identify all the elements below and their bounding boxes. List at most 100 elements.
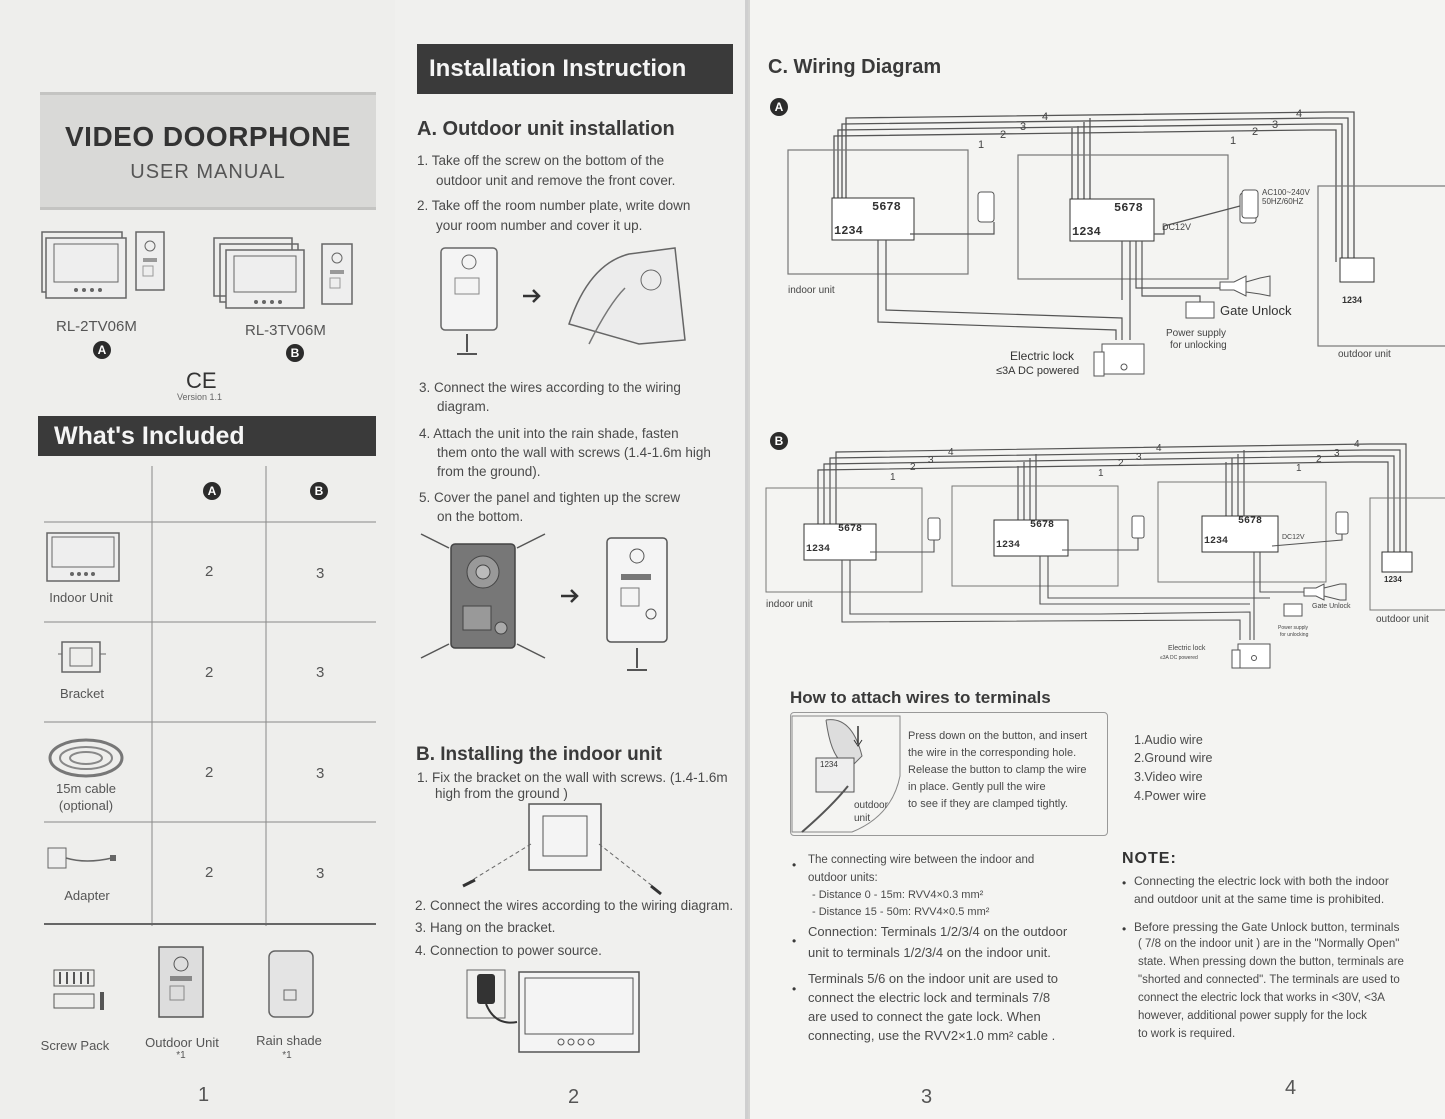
- attach-wires-title: How to attach wires to terminals: [790, 688, 1051, 707]
- row-cable-b: 3: [316, 765, 325, 782]
- table-col-a-badge: A: [203, 482, 221, 500]
- note-title: NOTE:: [1122, 850, 1177, 867]
- extra-label-rain-shade: Rain shade: [256, 1033, 322, 1048]
- svg-text:4: 4: [1354, 439, 1360, 450]
- svg-text:1: 1: [1296, 463, 1302, 474]
- svg-text:3: 3: [1334, 448, 1340, 459]
- bullet-2-l2: unit to terminals 1/2/3/4 on the indoor …: [808, 945, 1051, 960]
- step-a-2: 2. Take off the room number plate, write…: [417, 198, 691, 213]
- diagram-a-badge: A: [770, 98, 788, 116]
- row-label-cable: 15m cable: [56, 781, 116, 796]
- row-indoor-a: 2: [205, 563, 214, 580]
- diagram-a-dc: DC12V: [1162, 222, 1192, 232]
- step-a-1: 1. Take off the screw on the bottom of t…: [417, 153, 665, 168]
- step-a-1b: outdoor unit and remove the front cover.: [436, 173, 676, 188]
- manual-subtitle: USER MANUAL: [130, 161, 286, 183]
- page-number-3: 3: [921, 1086, 933, 1108]
- attach-text-2: the wire in the corresponding hole.: [908, 747, 1077, 759]
- svg-text:4: 4: [1296, 108, 1302, 120]
- model-b-badge: B: [286, 344, 304, 362]
- extra-label-outdoor: Outdoor Unit: [145, 1035, 219, 1050]
- screw-pack-icon: [53, 969, 104, 1010]
- diagram-b-indoor-label: indoor unit: [766, 599, 813, 610]
- row-bracket-b: 3: [316, 664, 325, 681]
- note-2-l3: state. When pressing down the button, te…: [1138, 956, 1404, 968]
- model-b-illustration-icon: [213, 237, 353, 309]
- power-connection-illustration-icon: [466, 969, 640, 1053]
- diagram-a-outdoor-label: outdoor unit: [1338, 349, 1391, 360]
- row-bracket-a: 2: [205, 664, 214, 681]
- step-a-3: 3. Connect the wires according to the wi…: [419, 380, 681, 395]
- diagram-b-lock2: ≤3A DC powered: [1160, 655, 1198, 661]
- diagram-b-outdoor-terminal: 1234: [1384, 575, 1402, 584]
- diagram-a-terminal-bottom-1: 1234: [834, 224, 863, 238]
- svg-text:4: 4: [1042, 111, 1048, 123]
- bullet-1-l4: - Distance 15 - 50m: RVV4×0.5 mm²: [812, 906, 990, 918]
- outdoor-unit-icon: [158, 946, 204, 1018]
- diagram-b-power1: Power supply: [1278, 625, 1309, 631]
- row-label-cable-optional: (optional): [58, 798, 114, 813]
- diagram-b-gate-label: Gate Unlock: [1312, 603, 1351, 610]
- ce-mark: CE: [186, 368, 217, 393]
- bullet-3-l4: connecting, use the RVV2×1.0 mm² cable .: [808, 1028, 1056, 1043]
- rain-shade-icon: [268, 950, 314, 1018]
- bullet-3-l3: are used to connect the gate lock. When: [808, 1009, 1041, 1024]
- diagram-b-terminal-bottom-2: 1234: [996, 540, 1021, 551]
- wiring-diagram-a: 1 2 3 4 1 2 3 4: [787, 108, 1445, 377]
- bullet-1-l3: - Distance 0 - 15m: RVV4×0.3 mm²: [812, 889, 984, 901]
- attach-terminal-nums: 1234: [820, 760, 838, 769]
- bracket-icon: [58, 641, 106, 673]
- wire-legend-4: 4.Power wire: [1134, 789, 1207, 803]
- diagram-a-indoor-label: indoor unit: [788, 285, 835, 296]
- diagram-b-terminal-top-1: 5678: [838, 524, 863, 535]
- step-b-3: 3. Hang on the bracket.: [415, 920, 556, 935]
- row-indoor-b: 3: [316, 565, 325, 582]
- row-adapter-a: 2: [205, 864, 214, 881]
- page-number-1: 1: [198, 1084, 210, 1106]
- svg-text:4: 4: [948, 447, 954, 458]
- step-a-4c: from the ground).: [437, 464, 541, 479]
- diagram-b-terminal-bottom-1: 1234: [806, 544, 831, 555]
- cable-coil-icon: [48, 738, 124, 778]
- diagram-a-ac2: 50HZ/60HZ: [1262, 197, 1304, 206]
- diagram-a-gate-label: Gate Unlock: [1220, 303, 1292, 318]
- diagram-a-power2: for unlocking: [1170, 340, 1227, 351]
- svg-text:2: 2: [1316, 454, 1322, 465]
- row-label-bracket: Bracket: [59, 686, 105, 701]
- extra-qty-outdoor: *1: [176, 1050, 186, 1061]
- bullet-3-l1: Terminals 5/6 on the indoor unit are use…: [808, 971, 1059, 986]
- wiring-diagram-b: 1 2 3 4 1 2 3 4 1 2 3 4: [765, 439, 1445, 669]
- version-label: Version 1.1: [177, 392, 223, 402]
- section-a-title: A. Outdoor unit installation: [417, 118, 675, 140]
- diagram-b-terminal-top-2: 5678: [1030, 520, 1055, 531]
- bullet-dot-3: •: [792, 982, 797, 996]
- note-2-l1: Before pressing the Gate Unlock button, …: [1134, 920, 1400, 934]
- attach-unit-label: unit: [854, 813, 871, 824]
- svg-text:3: 3: [1272, 119, 1278, 131]
- diagram-b-lock1: Electric lock: [1168, 645, 1206, 652]
- note-dot-1: •: [1122, 876, 1127, 890]
- note-1-l1: Connecting the electric lock with both t…: [1134, 874, 1389, 888]
- step-b-1b: high from the ground ): [435, 786, 568, 801]
- step-b-1: 1. Fix the bracket on the wall with scre…: [417, 770, 728, 785]
- note-2-l4: "shorted and connected". The terminals a…: [1138, 974, 1400, 986]
- note-2-l7: to work is required.: [1138, 1028, 1236, 1040]
- attach-outdoor-label: outdoor: [854, 800, 888, 811]
- mount-outdoor-illustration-icon: [420, 533, 668, 671]
- attach-wires-box: [790, 712, 1108, 836]
- extra-label-screw-pack: Screw Pack: [40, 1038, 110, 1053]
- title-box: VIDEO DOORPHONE USER MANUAL: [40, 92, 376, 210]
- note-2-l2: ( 7/8 on the indoor unit ) are in the "N…: [1138, 938, 1400, 950]
- svg-text:2: 2: [910, 462, 916, 473]
- diagram-b-dc: DC12V: [1282, 534, 1305, 541]
- diagram-a-outdoor-terminal: 1234: [1342, 295, 1363, 305]
- step-a-5: 5. Cover the panel and tighten up the sc…: [419, 490, 681, 505]
- diagram-a-power1: Power supply: [1166, 328, 1227, 339]
- attach-text-3: Release the button to clamp the wire: [908, 764, 1087, 776]
- remove-cover-illustration-icon: [440, 247, 686, 355]
- note-2-l5: connect the electric lock that works in …: [1138, 992, 1385, 1004]
- attach-text-4: in place. Gently pull the wire: [908, 781, 1046, 793]
- table-col-b-badge: B: [310, 482, 328, 500]
- svg-text:2: 2: [1118, 458, 1124, 469]
- diagram-a-lock2: ≤3A DC powered: [996, 365, 1080, 377]
